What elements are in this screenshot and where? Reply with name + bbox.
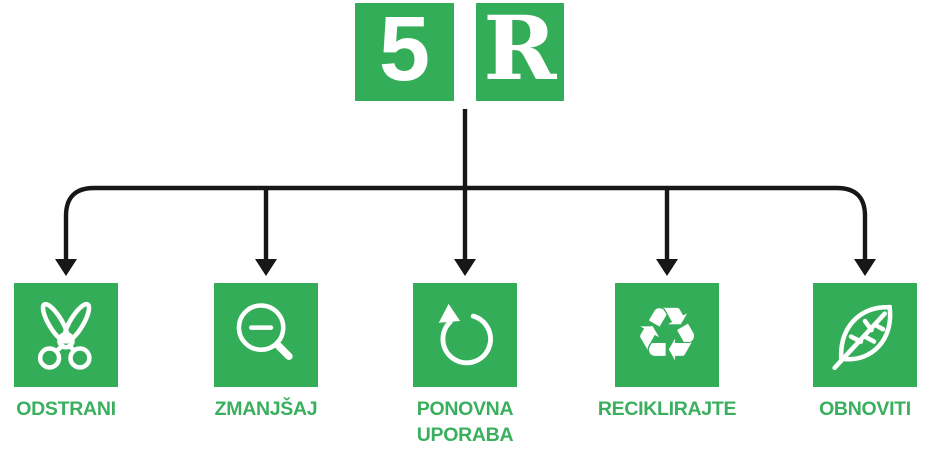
item-tile-ponovna-uporaba — [413, 283, 517, 387]
arrowhead — [55, 259, 77, 276]
item-tile-odstrani — [14, 283, 118, 387]
item-label-ponovna-uporaba: PONOVNA UPORABA — [416, 398, 514, 446]
item-label-obnoviti: OBNOVITI — [819, 398, 911, 420]
arrowhead — [854, 259, 876, 276]
item-tile-reciklirajte: ♻ — [615, 283, 719, 387]
header-tile-5: 5 — [355, 0, 454, 101]
item-label-zmanjsaj: ZMANJŠAJ — [214, 398, 318, 420]
scissors-icon — [37, 301, 92, 370]
item-label-odstrani: ODSTRANI — [16, 398, 116, 420]
zoom-out-magnifier-icon — [236, 303, 293, 361]
header-letter: R — [483, 0, 557, 100]
item-label-reciklirajte: RECIKLIRAJTE — [597, 398, 737, 420]
item-tile-obnoviti — [813, 283, 917, 387]
header-tile-r: R — [476, 0, 564, 101]
recycle-icon: ♻ — [633, 292, 701, 378]
arrowhead — [656, 259, 678, 276]
circular-reuse-arrow-icon — [438, 303, 493, 366]
arrowhead — [454, 259, 476, 276]
header-number: 5 — [378, 0, 431, 100]
leaf-icon — [832, 304, 893, 371]
arrowhead — [255, 259, 277, 276]
item-tile-zmanjsaj — [214, 283, 318, 387]
